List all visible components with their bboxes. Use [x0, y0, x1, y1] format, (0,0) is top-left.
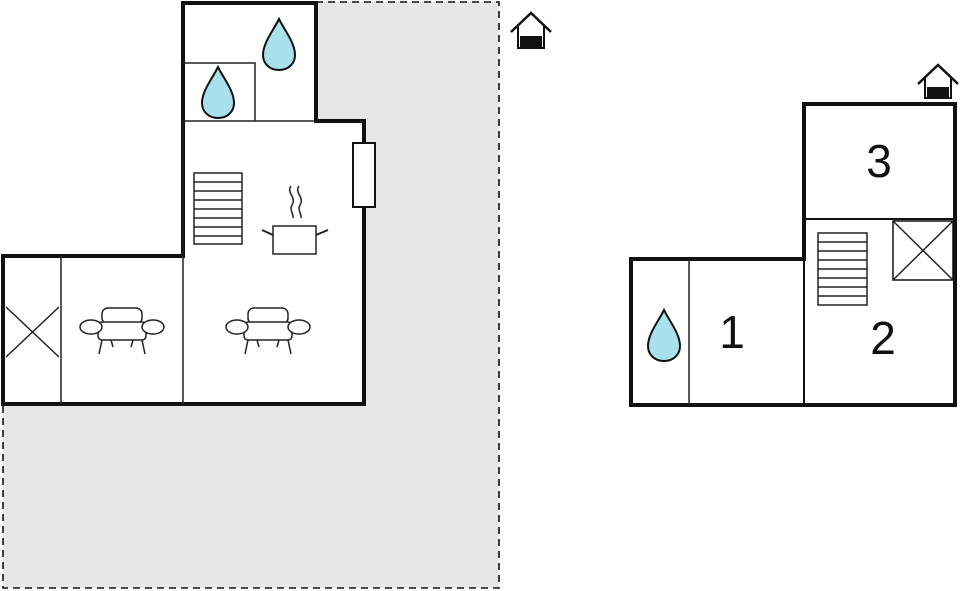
house-entrance-icon — [917, 63, 959, 99]
staircase-icon — [193, 172, 243, 245]
void-cross-icon — [5, 306, 60, 358]
ground-floor-plan — [1, 1, 552, 589]
void-cross-icon — [892, 220, 954, 281]
bathroom-small-partition — [183, 62, 256, 121]
upper-floor-plan: 1 2 3 — [629, 63, 959, 407]
terrace-boundary — [2, 1, 500, 589]
water-drop-icon — [201, 66, 235, 119]
water-drop-icon — [647, 309, 681, 362]
room-label: 3 — [866, 135, 892, 187]
sofa-icon — [225, 307, 311, 355]
sofa-icon — [79, 307, 165, 355]
ground-floor-outer-wall — [1, 1, 366, 406]
staircase-icon — [817, 232, 868, 306]
window-icon — [352, 142, 376, 208]
terrace-area — [3, 2, 499, 588]
water-drop-icon — [262, 18, 296, 71]
room-label: 1 — [719, 306, 745, 358]
room-label: 2 — [870, 312, 896, 364]
house-entrance-icon — [510, 11, 552, 49]
cooking-pot-icon — [261, 185, 329, 255]
